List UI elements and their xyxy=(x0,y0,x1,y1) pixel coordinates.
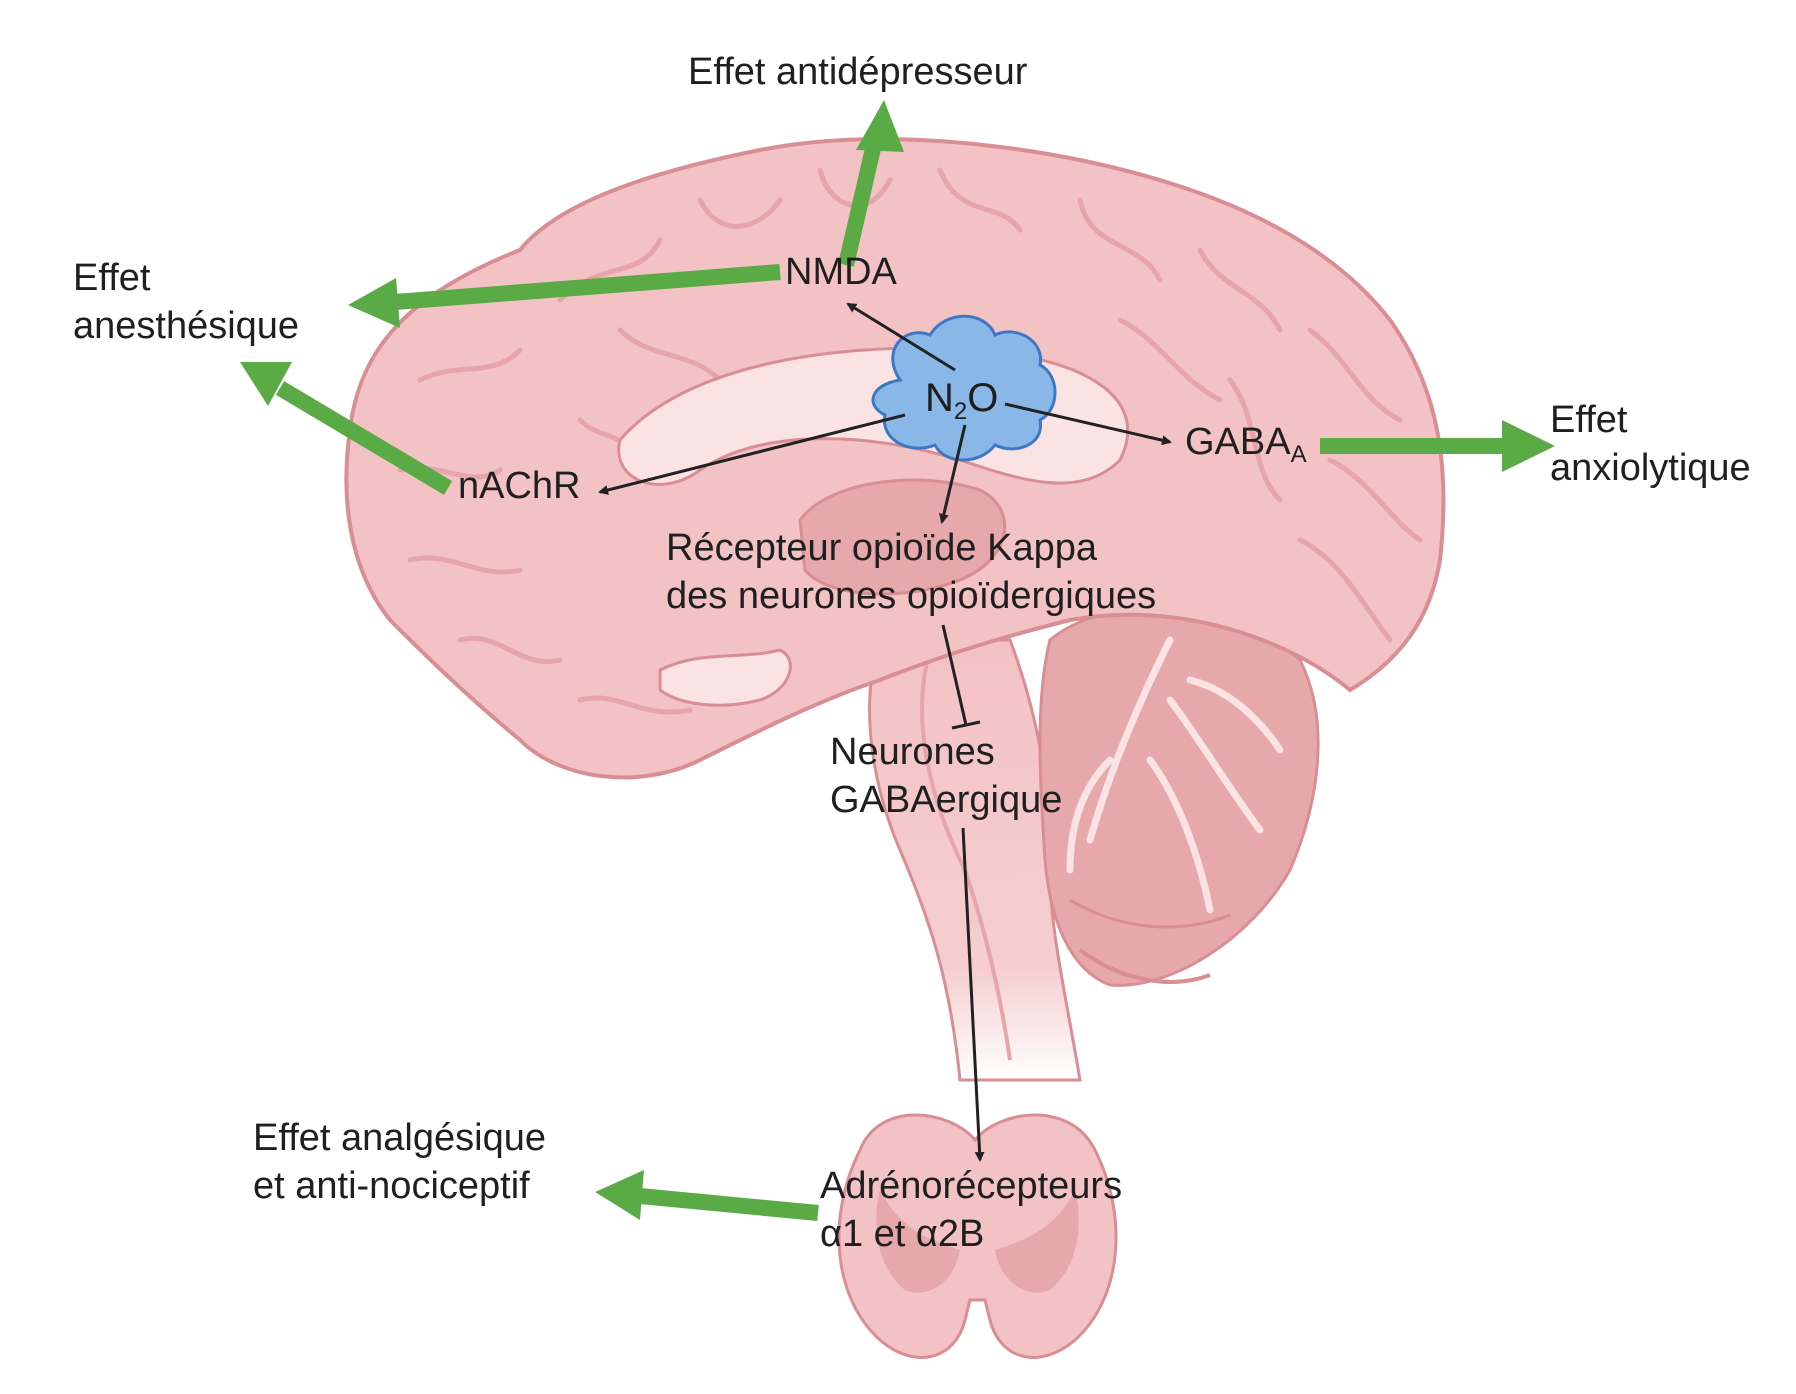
label-effet-anesthesique-line2: anesthésique xyxy=(73,305,300,347)
label-effet-anesthesique-line1: Effet xyxy=(73,257,151,299)
label-n2o: N2O xyxy=(925,374,998,436)
label-adreno-line2: α1 et α2B xyxy=(820,1213,985,1255)
inhibition-bar xyxy=(951,720,981,730)
arrow-gaba-neurons-to-adreno xyxy=(961,827,985,1162)
cerebrum xyxy=(344,137,1446,780)
spinal-cord xyxy=(837,1113,1118,1359)
n2o-n: N xyxy=(925,376,954,420)
label-gaba-neurons-line2: GABAergique xyxy=(830,779,1063,821)
label-effet-antidepresseur: Effet antidépresseur xyxy=(688,51,1028,93)
label-gaba-a: GABAA xyxy=(1185,418,1307,479)
label-effet-analgesique-line2: et anti-nociceptif xyxy=(253,1165,530,1207)
label-nachr: nAChR xyxy=(458,465,581,507)
n2o-subscript: 2 xyxy=(953,398,968,425)
effect-arrows xyxy=(240,100,1555,1221)
arrow-n2o-to-gaba xyxy=(1004,402,1172,446)
gaba-a-subscript: A xyxy=(1290,441,1307,468)
inhibition-kappa-to-gaba-neurons xyxy=(941,624,968,726)
arrow-n2o-to-nachr xyxy=(598,413,906,495)
arrow-nachr-to-anesthesique xyxy=(240,362,453,495)
label-effet-anxiolytique-line1: Effet xyxy=(1550,399,1628,441)
arrow-adreno-to-analgesique xyxy=(595,1170,819,1221)
arrow-n2o-to-nmda xyxy=(846,302,956,372)
label-effet-analgesique-line1: Effet analgésique xyxy=(253,1117,546,1159)
mechanism-arrows xyxy=(598,302,1172,1162)
label-effet-anxiolytique-line2: anxiolytique xyxy=(1550,447,1751,489)
label-kappa-line1: Récepteur opioïde Kappa xyxy=(666,527,1097,569)
label-kappa-line2: des neurones opioïdergiques xyxy=(666,575,1157,617)
arrow-nmda-to-antidepresseur xyxy=(838,100,904,267)
gyri xyxy=(397,167,1423,715)
label-adreno-line1: Adrénorécepteurs xyxy=(820,1165,1123,1207)
n2o-o: O xyxy=(967,376,999,420)
arrow-gaba-to-anxiolytique xyxy=(1320,420,1555,472)
ventricle xyxy=(658,648,792,707)
label-gaba-neurons-line1: Neurones xyxy=(830,731,995,773)
n2o-cloud xyxy=(871,314,1057,462)
gaba-a-main: GABA xyxy=(1185,421,1291,463)
thalamus xyxy=(798,478,1007,596)
cerebellum xyxy=(1038,606,1320,987)
arrow-n2o-to-kappa xyxy=(938,424,967,524)
arrow-nmda-to-anesthesique xyxy=(348,264,781,328)
label-nmda: NMDA xyxy=(785,251,897,293)
